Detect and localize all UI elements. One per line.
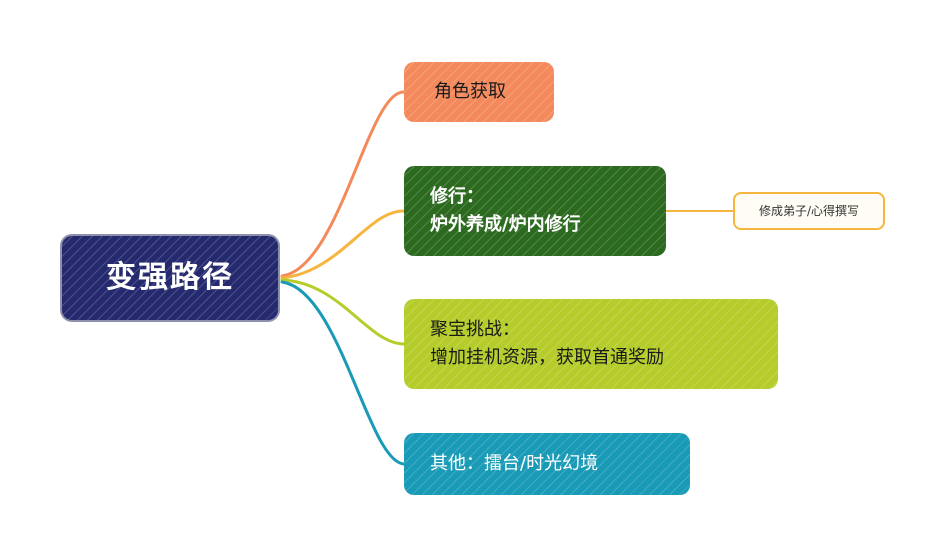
link-root-to-treasure-challenge xyxy=(280,278,406,346)
root-node-label: 变强路径 xyxy=(106,259,234,295)
branch-node-label: 角色获取 xyxy=(434,81,506,103)
branch-node-label: 其他：擂台/时光幻境 xyxy=(430,453,599,475)
branch-node-other[interactable]: 其他：擂台/时光幻境 xyxy=(404,433,690,495)
branch-node-label: 聚宝挑战： 增加挂机资源，获取首通奖励 xyxy=(430,319,664,368)
sub-branch-node-disciple[interactable]: 修成弟子/心得撰写 xyxy=(733,192,885,230)
branch-node-cultivation[interactable]: 修行： 炉外养成/炉内修行 xyxy=(404,166,666,256)
branch-node-label: 修行： 炉外养成/炉内修行 xyxy=(430,186,581,235)
link-root-to-role-acquisition xyxy=(280,90,406,278)
link-root-to-other xyxy=(280,280,406,466)
link-root-to-cultivation xyxy=(280,209,406,280)
branch-node-treasure-challenge[interactable]: 聚宝挑战： 增加挂机资源，获取首通奖励 xyxy=(404,299,778,389)
branch-node-role-acquisition[interactable]: 角色获取 xyxy=(404,62,554,122)
sub-branch-node-label: 修成弟子/心得撰写 xyxy=(758,203,860,218)
root-node[interactable]: 变强路径 xyxy=(62,236,278,320)
